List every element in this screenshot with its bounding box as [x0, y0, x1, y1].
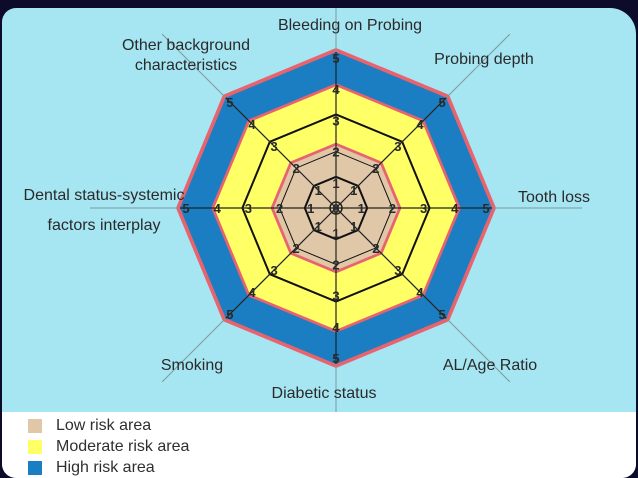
axis-line-1	[335, 97, 447, 209]
legend-item-low: Low risk area	[28, 416, 151, 436]
axis-label-4: Diabetic status	[272, 385, 377, 402]
axis-label-6: factors interplay	[48, 217, 161, 234]
tick-label: 4	[416, 117, 424, 132]
tick-label: 2	[372, 241, 379, 256]
tick-label: 3	[332, 113, 339, 128]
tick-label: 4	[451, 201, 459, 216]
axis-label-2: Tooth loss	[518, 189, 590, 206]
tick-label: 5	[482, 201, 489, 216]
legend-label-high: High risk area	[56, 459, 155, 476]
tick-label: 4	[416, 285, 424, 300]
tick-label: 3	[332, 289, 339, 304]
tick-label: 1	[350, 183, 357, 198]
tick-label: 2	[332, 257, 339, 272]
legend-item-moderate: Moderate risk area	[28, 437, 189, 457]
tick-label: 3	[394, 139, 401, 154]
tick-label-zero: 0	[332, 201, 339, 216]
tick-label: 2	[332, 145, 339, 160]
tick-label: 1	[315, 183, 322, 198]
tick-label: 4	[332, 82, 340, 97]
axis-label-0: Bleeding on Probing	[278, 17, 422, 34]
tick-label: 2	[292, 241, 299, 256]
axis-line-3	[335, 207, 447, 319]
legend-label-low: Low risk area	[56, 417, 152, 434]
tick-label: 1	[358, 201, 365, 216]
axis-label-1: Probing depth	[434, 51, 534, 68]
axis-label-6: Dental status-systemic	[24, 187, 185, 204]
tick-label: 5	[438, 95, 445, 110]
tick-label: 1	[332, 176, 339, 191]
tick-label: 1	[350, 219, 357, 234]
centre-circle	[329, 201, 343, 215]
legend-swatch-low	[28, 419, 42, 433]
tick-label: 4	[332, 320, 340, 335]
axis-line-7	[225, 97, 337, 209]
tick-label: 5	[438, 307, 445, 322]
legend-swatch-moderate	[28, 440, 42, 454]
axis-label-7: characteristics	[135, 57, 237, 74]
tick-label: 2	[372, 161, 379, 176]
tick-label: 1	[307, 201, 314, 216]
tick-label: 5	[332, 351, 339, 366]
legend-label-moderate: Moderate risk area	[56, 438, 190, 455]
tick-label: 5	[182, 201, 189, 216]
legend-item-high: High risk area	[28, 458, 155, 478]
tick-label: 4	[248, 285, 256, 300]
tick-label: 4	[248, 117, 256, 132]
tick-label: 3	[270, 139, 277, 154]
tick-label: 4	[214, 201, 222, 216]
tick-label: 3	[245, 201, 252, 216]
legend-swatch-high	[28, 461, 42, 475]
legend: Low risk area Moderate risk area High ri…	[2, 412, 636, 478]
tick-label: 3	[270, 263, 277, 278]
tick-label: 5	[226, 95, 233, 110]
tick-label: 2	[276, 201, 283, 216]
axis-label-5: Smoking	[161, 357, 223, 374]
tick-label: 2	[389, 201, 396, 216]
axis-label-3: AL/Age Ratio	[443, 357, 537, 374]
tick-label: 1	[332, 226, 339, 241]
tick-label: 3	[420, 201, 427, 216]
axis-line-5	[225, 207, 337, 319]
tick-label: 5	[332, 51, 339, 66]
axis-label-7: Other background	[122, 37, 250, 54]
tick-label: 5	[226, 307, 233, 322]
tick-label: 2	[292, 161, 299, 176]
tick-label: 3	[394, 263, 401, 278]
tick-label: 1	[315, 219, 322, 234]
